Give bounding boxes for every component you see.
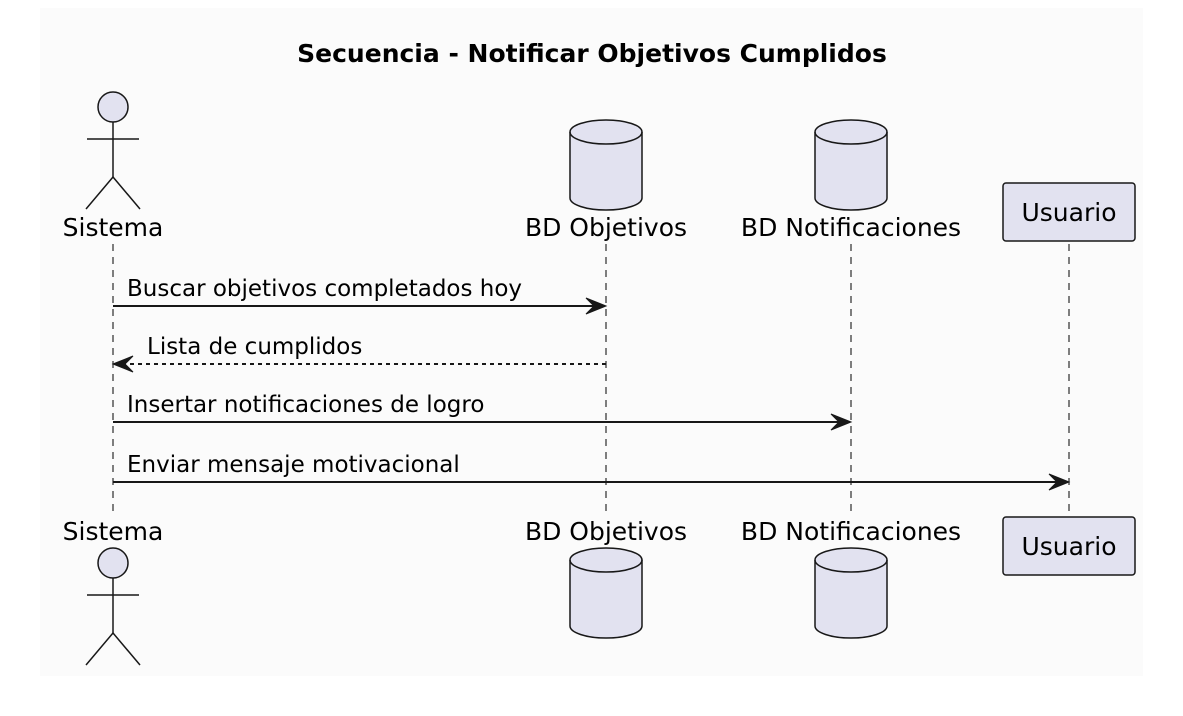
- participant-box: [1002, 182, 1136, 242]
- actor-head-icon: [97, 91, 129, 123]
- message-label: Insertar notificaciones de logro: [127, 392, 484, 418]
- participant-label: Usuario: [1021, 532, 1116, 561]
- actor-leg-right: [112, 632, 141, 666]
- actor-leg-right: [112, 176, 141, 210]
- participant-usuario-bottom: Usuario: [1002, 516, 1136, 576]
- actor-leg-left: [85, 176, 114, 210]
- database-icon: [814, 547, 888, 639]
- message-1: Buscar objetivos completados hoy: [113, 276, 608, 315]
- database-rim: [814, 559, 888, 573]
- participant-sistema-bottom: Sistema: [63, 517, 164, 666]
- database-icon: [814, 119, 888, 211]
- participant-label: Sistema: [63, 213, 164, 242]
- database-rim: [569, 131, 643, 145]
- database-rim: [814, 131, 888, 145]
- participant-label: BD Objetivos: [525, 213, 687, 242]
- diagram-title: Secuencia - Notificar Objetivos Cumplido…: [297, 39, 887, 68]
- lifelines: [112, 244, 1070, 514]
- arrowhead-icon: [111, 355, 134, 373]
- participant-bd-notificaciones-bottom: BD Notificaciones: [741, 517, 961, 639]
- participant-bd-objetivos-top: BD Objetivos: [525, 119, 687, 242]
- message-label: Enviar mensaje motivacional: [127, 452, 460, 478]
- message-4: Enviar mensaje motivacional: [113, 452, 1071, 491]
- database-icon: [569, 547, 643, 639]
- actor-leg-left: [85, 632, 114, 666]
- participant-bd-notificaciones-top: BD Notificaciones: [741, 119, 961, 242]
- participant-bd-objetivos-bottom: BD Objetivos: [525, 517, 687, 639]
- participant-label: Usuario: [1021, 198, 1116, 227]
- message-label: Lista de cumplidos: [147, 334, 362, 360]
- actor-head-icon: [97, 547, 129, 579]
- participant-label: BD Notificaciones: [741, 213, 961, 242]
- participant-usuario-top: Usuario: [1002, 182, 1136, 242]
- message-3: Insertar notificaciones de logro: [113, 392, 853, 431]
- arrowhead-icon: [585, 297, 608, 315]
- arrowhead-icon: [830, 413, 853, 431]
- database-icon: [569, 119, 643, 211]
- database-rim: [569, 559, 643, 573]
- participant-label: BD Notificaciones: [741, 517, 961, 546]
- arrowhead-icon: [1048, 473, 1071, 491]
- participant-label: BD Objetivos: [525, 517, 687, 546]
- participant-box: [1002, 516, 1136, 576]
- message-2: Lista de cumplidos: [111, 334, 606, 373]
- participant-label: Sistema: [63, 517, 164, 546]
- message-label: Buscar objetivos completados hoy: [127, 276, 522, 302]
- participant-sistema-top: Sistema: [63, 91, 164, 242]
